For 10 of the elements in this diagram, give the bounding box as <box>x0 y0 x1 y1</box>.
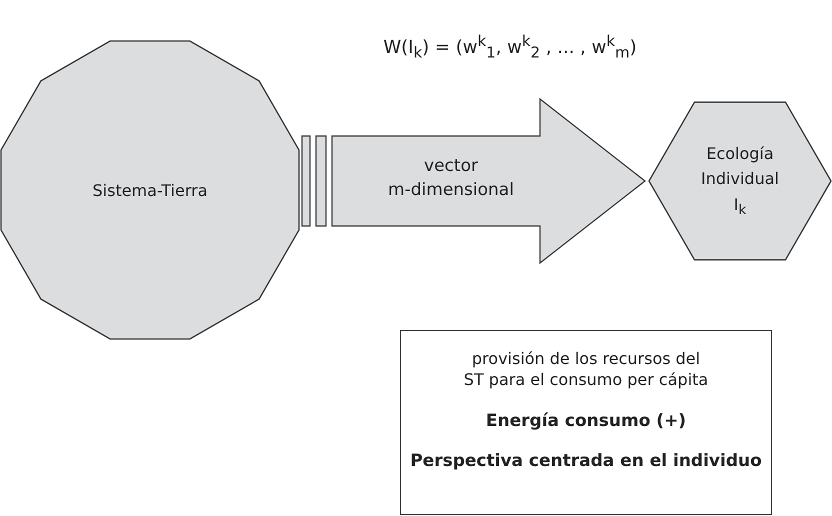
text-box <box>400 330 772 515</box>
hexagon-node <box>648 101 832 261</box>
heading-text: Perspectiva centrada en el individuo <box>410 450 762 471</box>
block-arrow <box>301 98 646 264</box>
formula-text: W(I$_{k}$) = (w$^{k}$$_{1}$, w$^{k}$$_{2}$ , ... , w$^{k}$$_{m}$) <box>382 32 638 62</box>
node-label: Sistema-Tierra <box>92 180 208 200</box>
heading-text: Energía consumo (+) <box>486 410 686 431</box>
description-text: provisión de los recursos del ST para el consumo per cápita <box>462 349 710 391</box>
edge-label: vector m-dimensional <box>387 155 515 202</box>
node-label: Ecología Individual I$_{k}$ <box>700 142 780 220</box>
